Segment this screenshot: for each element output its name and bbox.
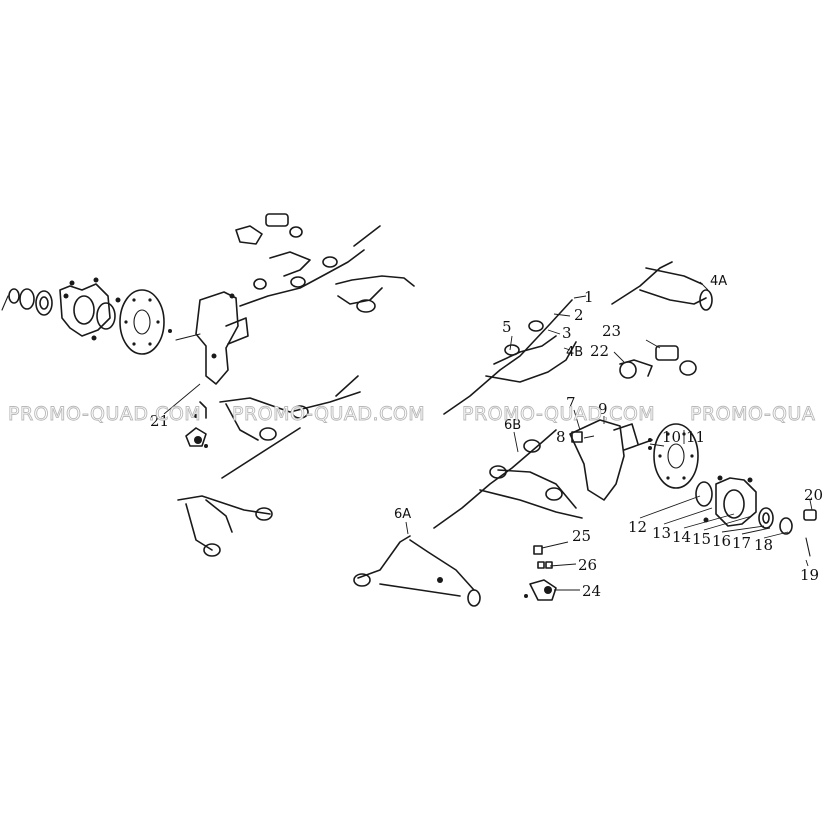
- callout-15: 15: [692, 530, 711, 548]
- right-upper-arm-detached: [611, 261, 713, 311]
- callout-14: 14: [672, 528, 691, 546]
- callout-10: 10: [662, 428, 681, 446]
- callout-26: 26: [578, 556, 597, 574]
- callout-5: 5: [502, 318, 512, 336]
- left-steering-knuckle: [168, 291, 249, 385]
- callout-12: 12: [628, 518, 647, 536]
- callout-4b: 4B: [566, 345, 583, 360]
- left-assembly: 21: [1, 213, 415, 557]
- callout-7: 7: [566, 394, 576, 412]
- callout-6a: 6A: [394, 507, 411, 522]
- right-wheel-hub: [695, 475, 817, 557]
- callout-20: 20: [804, 486, 823, 504]
- callout-3: 3: [562, 324, 572, 342]
- callout-2: 2: [574, 306, 584, 324]
- callout-23: 23: [602, 322, 621, 340]
- watermark-text: PROMO-QUAD.COM: [8, 403, 201, 425]
- left-upper-arm: [235, 213, 381, 307]
- right-assembly: 1 2 3 4A 4B 5 6A 6B 7 8 9 10 11 12 13 14…: [353, 261, 823, 607]
- callout-21: 21: [150, 412, 169, 430]
- left-hub-group: [1, 277, 121, 341]
- right-brake-disc: [648, 423, 699, 489]
- callout-11: 11: [686, 428, 705, 446]
- watermark-text: PROMO-QUA: [690, 403, 815, 425]
- right-steering-knuckle: [569, 419, 653, 501]
- callout-6b: 6B: [504, 418, 521, 433]
- right-upper-arm: [443, 299, 577, 415]
- callout-13: 13: [652, 524, 671, 542]
- watermark-text: PROMO-QUAD.COM: [232, 403, 425, 425]
- callout-8: 8: [556, 428, 566, 446]
- callout-25: 25: [572, 527, 591, 545]
- right-lower-arm-detached: [353, 535, 481, 607]
- callout-22: 22: [590, 342, 609, 360]
- callout-9: 9: [598, 400, 608, 418]
- left-brake-disc: [119, 289, 165, 355]
- callout-1: 1: [584, 288, 594, 306]
- callout-19: 19: [800, 566, 819, 584]
- callout-24: 24: [582, 582, 601, 600]
- callout-16: 16: [712, 532, 731, 550]
- callout-17: 17: [732, 534, 751, 552]
- callout-18: 18: [754, 536, 773, 554]
- left-lower-arm-detached: [177, 495, 273, 557]
- right-lower-arm: [433, 429, 583, 529]
- left-lower-arm: [185, 375, 361, 479]
- watermark-text: PROMO-QUAD.COM: [462, 403, 655, 425]
- left-upper-arm-detached: [335, 275, 415, 313]
- right-lower-ball-joint-group: [524, 545, 557, 601]
- right-ball-joint-group: [619, 345, 697, 379]
- callout-4a: 4A: [710, 274, 727, 289]
- watermark-row: PROMO-QUAD.COM PROMO-QUAD.COM PROMO-QUAD…: [8, 403, 816, 426]
